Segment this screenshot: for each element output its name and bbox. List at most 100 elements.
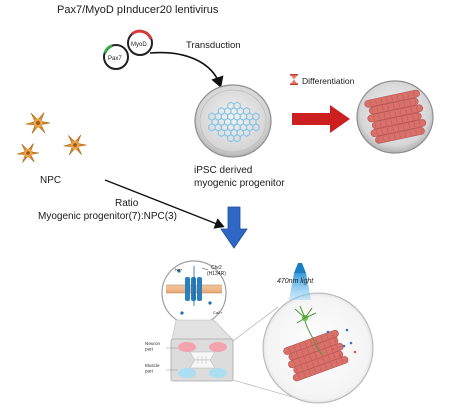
sarcomere-line — [323, 342, 326, 348]
sarcomere-line — [369, 100, 372, 106]
sarcomere-line — [301, 350, 304, 356]
ipsc-label-line1: iPSC derived — [194, 165, 253, 176]
ion-dot — [326, 330, 330, 334]
sarcomere-line — [420, 128, 423, 134]
microfluidic-chamber — [170, 338, 234, 382]
light-beam — [289, 273, 311, 300]
sarcomere-line — [326, 334, 329, 339]
sarcomere-line — [374, 122, 377, 128]
sarcomere-line — [333, 353, 336, 359]
sarcomere-line — [409, 130, 412, 136]
npc-cell — [25, 112, 51, 134]
ipsc-label-line2: myogenic progenitor — [194, 178, 285, 189]
light-label: 470nm light — [277, 278, 314, 285]
sarcomere-line — [290, 354, 293, 360]
sarcomere-line — [341, 358, 344, 364]
ion-dot — [338, 354, 342, 358]
sarcomere-line — [335, 360, 338, 366]
sarcomere-line — [324, 364, 328, 370]
ion-dot — [349, 341, 353, 345]
npc-cells — [16, 112, 87, 163]
sarcomere-line — [412, 91, 415, 97]
sarcomere-line — [306, 348, 310, 354]
sarcomere-line — [375, 99, 377, 105]
sarcomere-line — [386, 127, 389, 133]
sarcomere-line — [406, 115, 409, 121]
sarcomere-line — [334, 338, 337, 344]
sarcomere-line — [391, 96, 393, 102]
ion-dot — [353, 350, 357, 354]
sarcomere-line — [393, 134, 396, 140]
ipsc-dish — [194, 84, 272, 158]
sarcomere-line — [317, 344, 320, 350]
sarcomere-line — [416, 106, 418, 112]
sarcomere-line — [298, 359, 301, 364]
neuron — [294, 305, 323, 356]
sarcomere-line — [409, 100, 411, 106]
sarcomere-line — [392, 103, 395, 109]
sarcomere-line — [412, 114, 414, 120]
sarcomere-line — [408, 123, 410, 129]
released-ions — [326, 328, 357, 358]
sarcomere-line — [319, 366, 322, 372]
sarcomere-line — [387, 104, 390, 110]
sarcomere-line — [403, 101, 406, 107]
coculture-down-arrow — [220, 206, 248, 249]
sarcomere-line — [376, 106, 379, 112]
pax7-plasmid — [103, 44, 129, 70]
sarcomere-line — [394, 110, 396, 116]
progenitor-cell — [252, 123, 260, 132]
zoom-line-top — [232, 306, 279, 342]
sarcomere-line — [309, 355, 312, 360]
sarcomere-line — [330, 362, 333, 368]
ratio-label-line1: Ratio — [115, 198, 139, 209]
pax7-label: Pax7 — [108, 56, 122, 62]
sodium-ion-label: Na+ — [175, 267, 183, 272]
myod-label: MyoD — [131, 42, 147, 48]
transduction-arrow — [149, 51, 224, 89]
sarcomere-line — [386, 97, 388, 103]
sarcomere-line — [293, 345, 296, 351]
sarcomere-line — [399, 109, 402, 115]
chr2-label: Chr2 — [211, 265, 222, 271]
npc-label: NPC — [40, 175, 62, 186]
sarcomere-line — [299, 343, 302, 349]
ion-dot — [331, 347, 335, 351]
sarcomere-line — [382, 105, 384, 111]
coculture-arrow — [104, 179, 225, 229]
sarcomere-line — [383, 113, 386, 119]
sarcomere-line — [295, 367, 298, 373]
sarcomere-line — [317, 359, 320, 365]
sarcomere-line — [414, 98, 416, 104]
sarcomere-line — [410, 107, 413, 113]
ion-dot — [342, 344, 346, 348]
sarcomere-line — [403, 124, 405, 130]
sarcomere-line — [315, 337, 318, 343]
sarcomere-line — [385, 120, 387, 126]
sarcomere-line — [383, 136, 385, 142]
zoom-line-bottom — [232, 379, 297, 399]
coculture-zoom-circle — [262, 292, 374, 404]
npc-cell — [16, 143, 40, 163]
sarcomere-line — [300, 365, 304, 371]
progenitor-cluster — [208, 101, 260, 143]
sarcomere-line — [378, 114, 380, 120]
sarcomere-line — [331, 332, 334, 337]
sarcomere-line — [415, 129, 417, 135]
progenitor-cell — [243, 128, 251, 137]
sarcomere-line — [396, 118, 398, 124]
sarcomere-line — [404, 131, 407, 137]
sarcomere-line — [417, 113, 420, 119]
sarcomere-line — [373, 115, 375, 121]
chr2-zoom-inset — [161, 260, 227, 326]
progenitor-cell — [233, 134, 241, 143]
sarcomere-line — [311, 361, 314, 367]
sarcomere-line — [314, 353, 317, 358]
sarcomere-line — [293, 360, 296, 366]
sarcomere-line — [376, 130, 378, 136]
sarcomere-line — [371, 108, 373, 114]
sarcomere-line — [306, 363, 309, 369]
sarcomere-line — [314, 368, 317, 374]
sarcomere-line — [405, 108, 407, 114]
